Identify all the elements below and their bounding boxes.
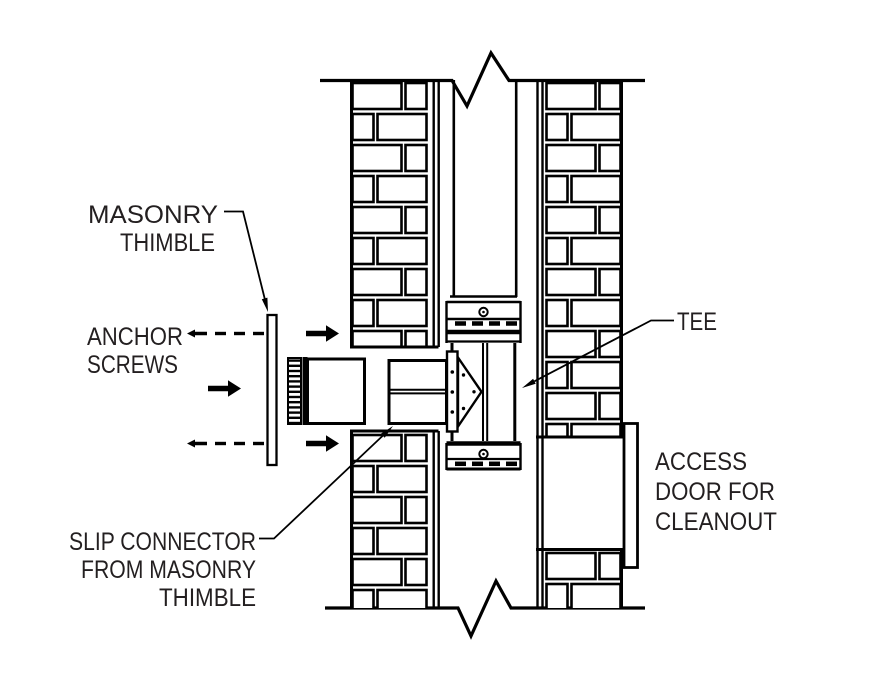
left-masonry-wall — [350, 80, 440, 608]
rivet-dots — [450, 370, 476, 414]
label-line: THIMBLE — [120, 229, 215, 257]
label-line: DOOR FOR — [655, 478, 775, 506]
brick-section — [350, 81, 429, 347]
brick-section — [544, 81, 623, 437]
label-line: THIMBLE — [159, 584, 256, 612]
flow-arrow-icon — [306, 435, 339, 452]
crimped-end — [287, 357, 302, 425]
anchor-screw-dashed-upper — [187, 329, 264, 338]
connector-pipe — [287, 357, 366, 425]
pipe-body — [306, 357, 366, 425]
label-line: SLIP CONNECTOR — [69, 528, 256, 556]
leader-tee — [522, 319, 674, 388]
anchor-screw-dashed-lower — [187, 439, 264, 448]
leader-slip-connector — [259, 426, 393, 540]
label-line: MASONRY — [88, 201, 218, 229]
access-door-plate — [622, 422, 639, 569]
top-break-line — [320, 49, 645, 110]
brick-section — [544, 551, 623, 608]
leader-arrowhead-icon — [522, 378, 536, 388]
tee-bottom-cap — [445, 441, 522, 471]
flow-arrow-icon — [306, 325, 339, 342]
label-line: ANCHOR — [87, 323, 183, 351]
tee-top-band — [445, 295, 522, 343]
label-anchor-screws: ANCHOR SCREWS — [87, 323, 183, 379]
label-line: TEE — [677, 308, 717, 336]
screw-head-icon — [187, 439, 207, 448]
label-slip-connector: SLIP CONNECTOR FROM MASONRY THIMBLE — [69, 528, 256, 612]
leader-arrowhead-icon — [261, 297, 268, 312]
tee-assembly — [445, 295, 522, 471]
vertical-flue-pipe — [452, 80, 518, 297]
leader-masonry-thimble — [224, 210, 268, 312]
pipe-collar — [302, 357, 308, 425]
leader-arrowhead-icon — [380, 426, 393, 438]
label-line: CLEANOUT — [655, 508, 777, 536]
screw-head-icon — [187, 329, 207, 338]
brick-section — [350, 433, 429, 608]
slip-connector — [387, 350, 483, 433]
label-line: ACCESS — [655, 448, 747, 476]
masonry-thimble-plate — [266, 313, 278, 467]
band-screw-icon — [478, 306, 489, 318]
label-line: SCREWS — [87, 351, 178, 379]
bottom-break-line — [325, 577, 645, 640]
label-masonry-thimble: MASONRY THIMBLE — [88, 201, 218, 257]
label-line: FROM MASONRY — [81, 556, 256, 584]
label-access-door: ACCESS DOOR FOR CLEANOUT — [655, 448, 777, 536]
flow-arrow-icon — [208, 380, 241, 397]
label-tee: TEE — [677, 308, 717, 336]
right-masonry-wall — [536, 80, 623, 608]
connector-taper — [456, 353, 483, 431]
